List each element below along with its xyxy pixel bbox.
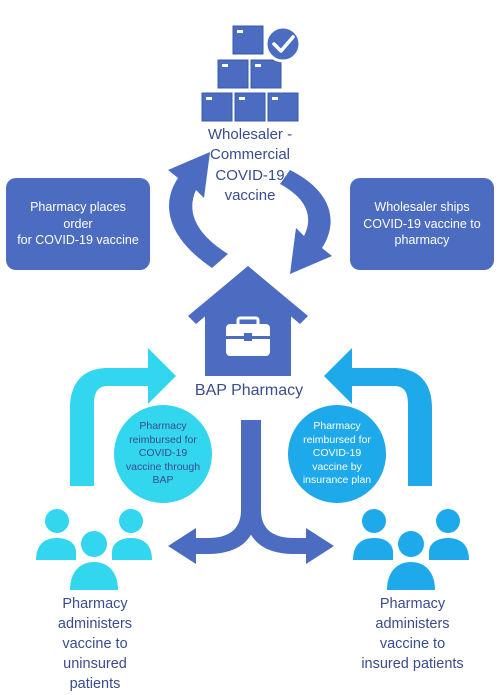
insured-arrow <box>324 348 432 486</box>
insurance-reimbursement-circle: Pharmacy reimbursed for COVID-19 vaccine… <box>288 405 386 503</box>
ship-box: Wholesaler ships COVID-19 vaccine to pha… <box>350 178 494 270</box>
wholesaler-watermark: Wh <box>214 31 231 43</box>
ship-arrow <box>280 170 332 274</box>
people-group-icon <box>353 509 469 590</box>
distribution-arrow <box>168 420 334 564</box>
insured-patients-label: Pharmacy administers vaccine to insured … <box>361 596 464 672</box>
wholesaler-label: Wholesaler - Commercial COVID-19 vaccine <box>207 126 293 204</box>
check-badge-icon <box>264 25 302 63</box>
uninsured-patients-label: Pharmacy administers vaccine to uninsure… <box>57 596 133 692</box>
order-arrow <box>168 152 228 268</box>
pharmacy-label: BAP Pharmacy <box>194 382 304 399</box>
bap-reimbursement-circle: Pharmacy reimbursed for COVID-19 vaccine… <box>114 405 212 503</box>
people-group-icon <box>36 509 152 590</box>
boxes-stack-icon <box>201 25 299 122</box>
uninsured-arrow <box>70 348 176 486</box>
pharmacy-house-icon <box>188 266 308 376</box>
order-box: Pharmacy places order for COVID-19 vacci… <box>6 178 150 270</box>
